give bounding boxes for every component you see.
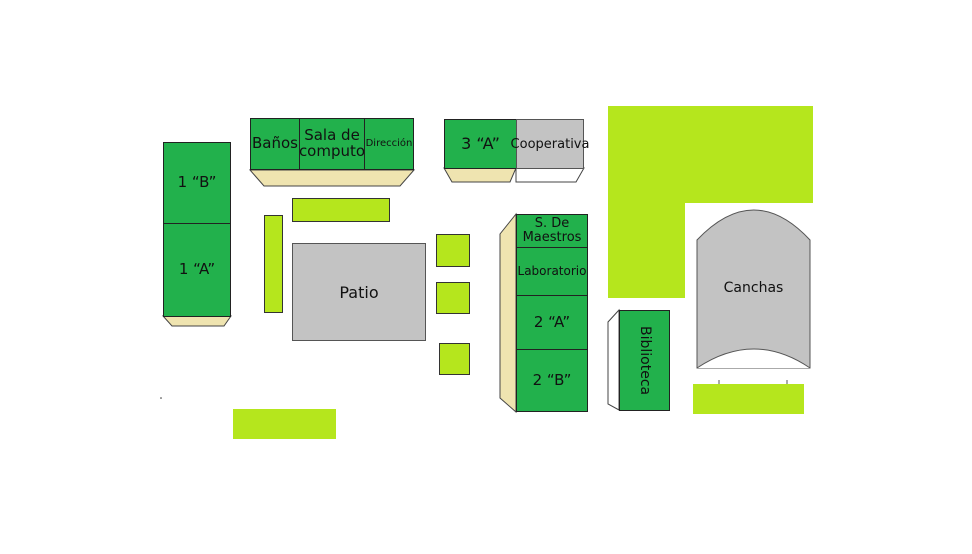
green-area-left-column bbox=[608, 203, 685, 298]
green-patch-3 bbox=[439, 343, 470, 375]
block-3a-base bbox=[443, 167, 517, 183]
room-sala-computo-label: Sala de computo bbox=[298, 126, 366, 160]
green-patch-horizontal bbox=[292, 198, 390, 222]
biblioteca-side bbox=[607, 308, 620, 411]
room-laboratorio: Laboratorio bbox=[516, 247, 588, 296]
room-2b-label: 2 “B” bbox=[532, 370, 572, 389]
room-cooperativa-label: Cooperativa bbox=[510, 136, 590, 152]
block-2-side bbox=[499, 212, 517, 414]
room-biblioteca: Biblioteca bbox=[619, 310, 670, 411]
room-banos-label: Baños bbox=[252, 134, 298, 153]
room-direccion: Dirección bbox=[364, 118, 414, 170]
room-3a-label: 3 “A” bbox=[461, 133, 500, 153]
room-sala-maestros-label: S. De Maestros bbox=[522, 216, 582, 245]
block-1-base bbox=[161, 315, 232, 327]
room-1b-label: 1 “B” bbox=[177, 173, 217, 192]
green-patch-vertical bbox=[264, 215, 283, 313]
green-patch-2 bbox=[436, 282, 470, 314]
room-banos: Baños bbox=[250, 118, 300, 170]
room-1b: 1 “B” bbox=[163, 142, 231, 224]
room-2a: 2 “A” bbox=[516, 295, 588, 350]
green-area-bottom-right bbox=[693, 384, 804, 414]
room-cooperativa: Cooperativa bbox=[511, 119, 589, 169]
room-direccion-label: Dirección bbox=[365, 137, 413, 149]
green-patch-1 bbox=[436, 234, 470, 267]
canchas-label: Canchas bbox=[723, 280, 784, 296]
canchas-entrance bbox=[696, 348, 811, 369]
room-2b: 2 “B” bbox=[516, 349, 588, 412]
room-laboratorio-label: Laboratorio bbox=[517, 264, 587, 279]
room-sala-computo: Sala de computo bbox=[299, 118, 365, 170]
room-2a-label: 2 “A” bbox=[533, 312, 571, 331]
cooperativa-base bbox=[515, 167, 585, 183]
room-1a: 1 “A” bbox=[163, 223, 231, 317]
green-area-top-right bbox=[608, 106, 813, 203]
room-3a: 3 “A” bbox=[444, 119, 517, 169]
block-admin-base bbox=[248, 169, 416, 187]
patio: Patio bbox=[292, 243, 426, 341]
green-area-bottom-left bbox=[233, 409, 336, 439]
room-biblioteca-label: Biblioteca bbox=[636, 325, 653, 396]
canchas-shape bbox=[696, 209, 811, 369]
room-sala-maestros: S. De Maestros bbox=[516, 214, 588, 248]
room-1a-label: 1 “A” bbox=[178, 260, 216, 279]
patio-label: Patio bbox=[339, 282, 379, 302]
